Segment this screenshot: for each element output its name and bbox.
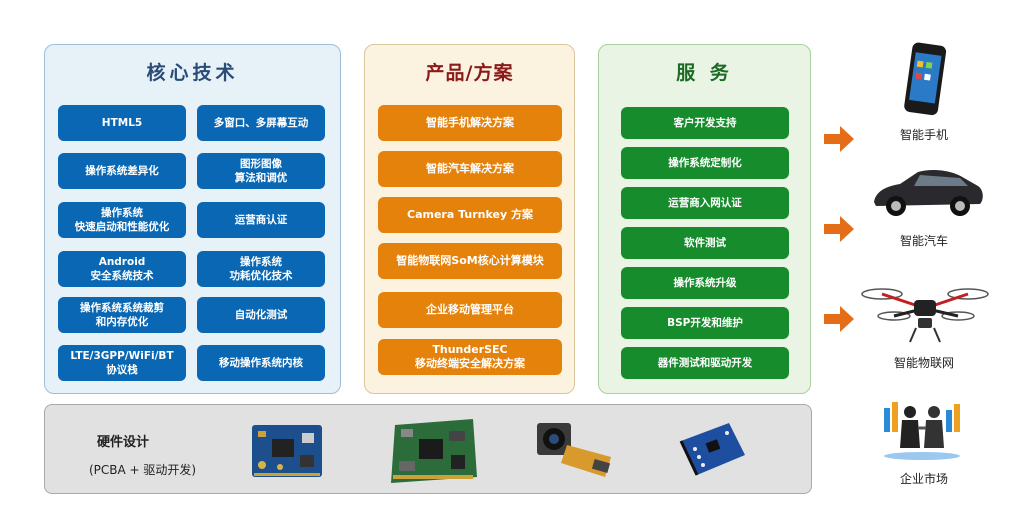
service-box-label: 运营商入网认证 xyxy=(668,197,742,209)
core-tech-box-label: 多窗口、多屏幕互动 xyxy=(213,117,309,129)
device-label-enterprise: 企业市场 xyxy=(899,472,948,486)
service-box-5: 操作系统升级 xyxy=(621,267,789,299)
product-box-2: 智能汽车解决方案 xyxy=(378,151,562,187)
service-box-7: 器件测试和驱动开发 xyxy=(621,347,789,379)
product-box-label: 智能汽车解决方案 xyxy=(426,162,514,175)
device-label-car: 智能汽车 xyxy=(899,234,948,248)
products-title: 产品/方案 xyxy=(425,62,514,84)
core-tech-box-label: 操作系统 xyxy=(240,256,282,268)
product-box-label: 企业移动管理平台 xyxy=(426,303,514,316)
product-box-3: Camera Turnkey 方案 xyxy=(378,197,562,233)
core-tech-box-label: Android xyxy=(98,256,146,268)
service-box-6: BSP开发和维护 xyxy=(621,307,789,339)
services-title: 服 务 xyxy=(676,62,733,84)
smartphone-icon xyxy=(904,42,947,116)
core-tech-box-label: 算法和调优 xyxy=(234,172,288,184)
service-box-label: BSP开发和维护 xyxy=(667,317,743,329)
service-box-1: 客户开发支持 xyxy=(621,107,789,139)
product-box-label: Camera Turnkey 方案 xyxy=(407,208,533,221)
core-tech-box-2: 多窗口、多屏幕互动 xyxy=(197,105,325,141)
core-tech-box-label: 移动操作系统内核 xyxy=(219,357,303,369)
arrow-right-icon xyxy=(824,216,854,242)
product-box-5: 企业移动管理平台 xyxy=(378,292,562,328)
device-label-smartphone: 智能手机 xyxy=(899,128,948,142)
core-tech-box-label: 自动化测试 xyxy=(234,309,288,321)
green-main-board-icon xyxy=(391,419,477,483)
product-box-label: 智能物联网SoM核心计算模块 xyxy=(396,254,544,267)
hardware-title: 硬件设计 xyxy=(97,435,150,450)
core-tech-box-label: HTML5 xyxy=(101,117,143,129)
hardware-subtitle: (PCBA + 驱动开发) xyxy=(89,463,197,477)
blue-circuit-board-icon xyxy=(252,425,322,477)
core-tech-box-label: 和内存优化 xyxy=(95,316,149,328)
core-tech-box-label: 协议栈 xyxy=(106,364,138,376)
core-tech-box-7: Android 安全系统技术 xyxy=(58,251,186,287)
business-handshake-icon xyxy=(884,402,960,460)
core-tech-box-label: 运营商认证 xyxy=(234,214,288,226)
core-tech-box-label: 操作系统系统裁剪 xyxy=(80,302,164,314)
core-tech-box-label: 操作系统差异化 xyxy=(85,165,159,177)
arrow-right-icon xyxy=(824,126,854,152)
arrow-right-icon xyxy=(824,306,854,332)
core-tech-box-5: 操作系统快速启动和性能优化 xyxy=(58,202,186,238)
product-box-label: ThunderSEC xyxy=(432,343,508,356)
core-tech-box-label: 操作系统 xyxy=(101,207,143,219)
core-tech-box-8: 操作系统功耗优化技术 xyxy=(197,251,325,287)
service-box-label: 客户开发支持 xyxy=(673,117,737,129)
core-tech-box-4: 图形图像算法和调优 xyxy=(197,153,325,189)
product-box-4: 智能物联网SoM核心计算模块 xyxy=(378,243,562,279)
core-tech-box-label: LTE/3GPP/WiFi/BT xyxy=(70,350,174,362)
core-tech-box-3: 操作系统差异化 xyxy=(58,153,186,189)
camera-module-icon xyxy=(537,423,611,477)
service-box-label: 器件测试和驱动开发 xyxy=(657,357,753,369)
core-tech-box-label: 快速启动和性能优化 xyxy=(74,221,170,233)
service-box-4: 软件测试 xyxy=(621,227,789,259)
service-box-label: 操作系统升级 xyxy=(673,277,737,289)
device-label-iot: 智能物联网 xyxy=(893,356,954,370)
core-tech-box-label: 图形图像 xyxy=(240,158,282,170)
products-panel: 产品/方案 智能手机解决方案智能汽车解决方案 Camera Turnkey 方案智… xyxy=(364,44,575,394)
service-box-2: 操作系统定制化 xyxy=(621,147,789,179)
service-box-label: 软件测试 xyxy=(684,237,726,249)
core-tech-box-11: LTE/3GPP/WiFi/BT 协议栈 xyxy=(58,345,186,381)
product-box-label: 移动终端安全解决方案 xyxy=(415,357,525,370)
core-tech-box-label: 功耗优化技术 xyxy=(229,270,293,282)
car-icon xyxy=(874,170,983,216)
service-box-3: 运营商入网认证 xyxy=(621,187,789,219)
services-panel: 服 务 客户开发支持操作系统定制化运营商入网认证软件测试操作系统升级 BSP开发和… xyxy=(598,44,811,394)
core-tech-box-12: 移动操作系统内核 xyxy=(197,345,325,381)
core-tech-box-label: 安全系统技术 xyxy=(90,270,154,282)
service-box-label: 操作系统定制化 xyxy=(668,157,742,169)
product-box-1: 智能手机解决方案 xyxy=(378,105,562,141)
sensor-module-icon xyxy=(679,423,745,476)
drone-icon xyxy=(861,288,989,343)
product-box-label: 智能手机解决方案 xyxy=(426,116,514,129)
core-tech-title: 核心技术 xyxy=(146,62,239,84)
core-tech-box-9: 操作系统系统裁剪和内存优化 xyxy=(58,297,186,333)
core-tech-box-1: HTML5 xyxy=(58,105,186,141)
hardware-panel: 硬件设计 (PCBA + 驱动开发) xyxy=(44,404,812,494)
core-tech-box-6: 运营商认证 xyxy=(197,202,325,238)
core-tech-box-10: 自动化测试 xyxy=(197,297,325,333)
